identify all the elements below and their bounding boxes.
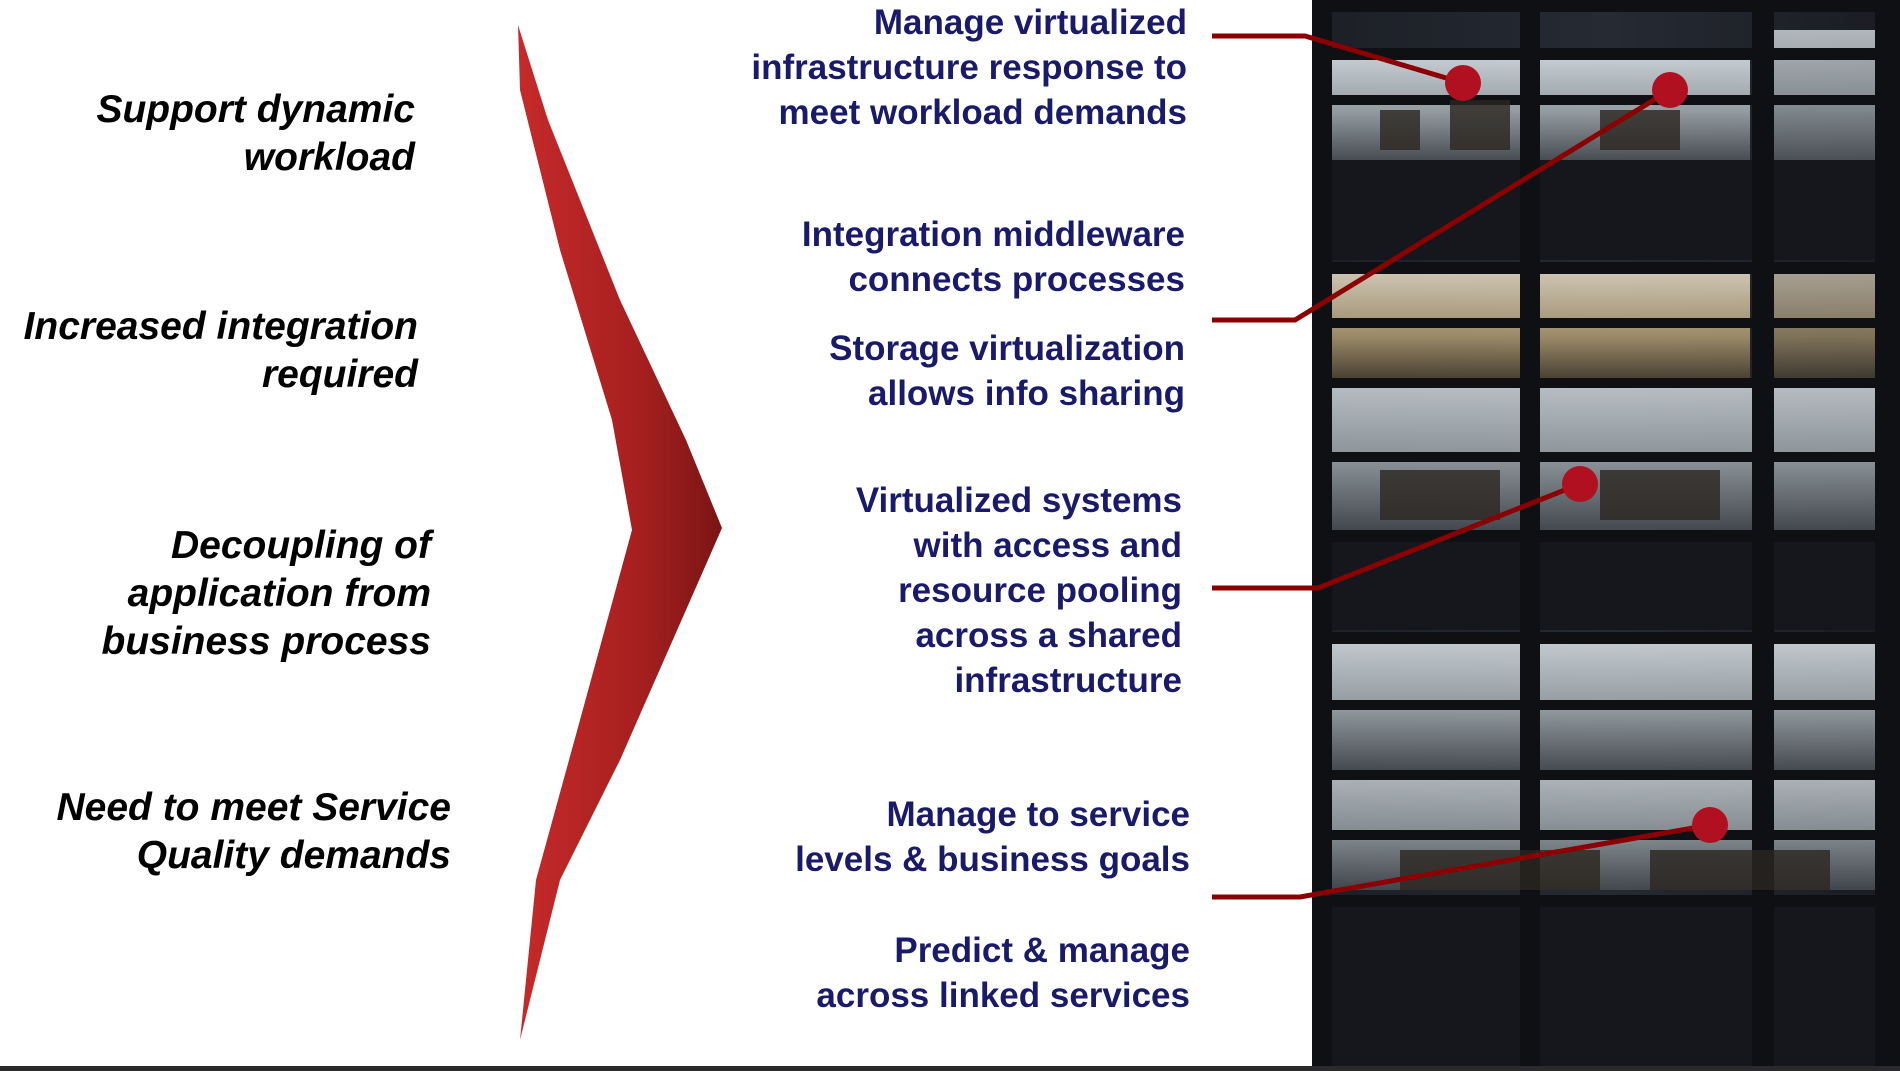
bottom-border bbox=[0, 1066, 1900, 1071]
connector-line-3 bbox=[1212, 481, 1581, 591]
right-label-manage-virtualized: Manage virtualized infrastructure respon… bbox=[751, 3, 1187, 132]
connector-line-1 bbox=[1212, 33, 1464, 86]
connector-dot-1 bbox=[1445, 65, 1481, 101]
connector-line-4 bbox=[1212, 822, 1711, 900]
right-label-storage-virtualization: Storage virtualization allows info shari… bbox=[829, 329, 1185, 413]
right-label-virtualized-systems: Virtualized systems with access and reso… bbox=[855, 481, 1182, 700]
right-label-predict-manage: Predict & manage across linked services bbox=[816, 931, 1190, 1015]
connector-dot-2 bbox=[1652, 72, 1688, 108]
chevron-shape bbox=[518, 25, 722, 1040]
connector-dot-3 bbox=[1562, 466, 1598, 502]
right-label-integration-middleware: Integration middleware connects processe… bbox=[801, 215, 1185, 299]
left-label-service-quality: Need to meet Service Quality demands bbox=[56, 786, 451, 877]
connector-dot-4 bbox=[1692, 807, 1728, 843]
left-label-increased-integration: Increased integration required bbox=[23, 305, 418, 396]
right-label-manage-service-levels: Manage to service levels & business goal… bbox=[795, 795, 1190, 879]
left-label-decoupling: Decoupling of application from business … bbox=[101, 524, 431, 663]
left-label-support-dynamic-workload: Support dynamic workload bbox=[96, 88, 415, 179]
connector-line-2 bbox=[1212, 87, 1672, 323]
